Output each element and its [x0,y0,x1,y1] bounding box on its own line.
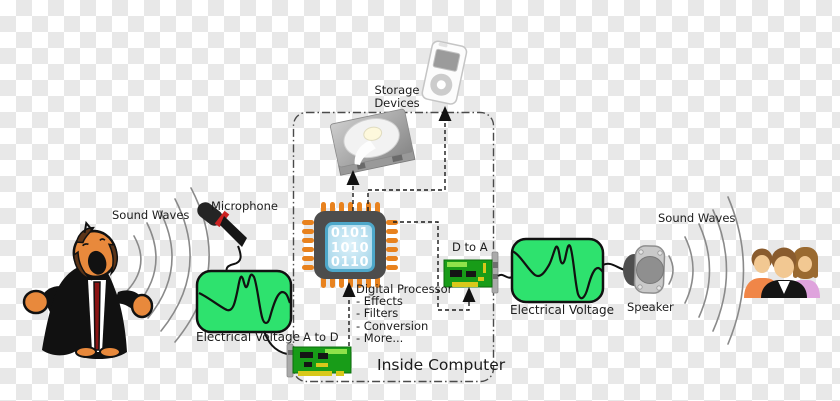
voltage-box-left [195,269,293,334]
a-to-d-label: A to D [303,330,339,344]
dac-card-icon [443,251,499,294]
cpu-binary-line: 0110 [330,255,370,271]
d-to-a-label: D to A [452,240,488,254]
sound-waves-left-label: Sound Waves [112,208,190,222]
speaker-icon [623,245,666,294]
cpu-binary-line: 1010 [330,240,370,256]
electrical-voltage-right-label: Electrical Voltage [510,303,614,317]
cpu-binary-line: 0101 [330,226,370,241]
processor-item: - More... [356,330,404,345]
arrowhead-into-player [438,106,452,121]
cpu-chip-icon [302,202,398,288]
processor-item: - Filters [356,306,399,321]
digital-processor-label: Digital Processor [356,282,453,296]
path-cpu-to-dac [393,221,470,311]
music-player-icon [421,40,468,105]
cpu-binary-readout: 0101 1010 0110 [326,226,374,271]
adc-card-icon [286,343,352,378]
electrical-voltage-left-label: Electrical Voltage [196,330,300,344]
processor-item: - Effects [356,294,403,309]
storage-label-line1: Storage [374,83,420,97]
wire-dac-to-voltage [497,273,513,279]
speaker-label: Speaker [627,300,674,314]
path-cpu-to-player [367,121,446,211]
sound-waves-right-icon [668,196,745,345]
singer-icon [22,220,154,360]
inside-computer-label: Inside Computer [377,356,506,374]
wire-voltage-to-adc [263,330,288,355]
arrowhead-into-cpu [342,282,356,297]
audience-icon [744,247,820,298]
digital-processor-block: Digital Processor - Effects - Filters - … [356,283,452,344]
voltage-box-right [510,237,605,304]
hard-disk-icon [329,108,416,176]
sound-waves-right-label: Sound Waves [658,211,736,225]
waveform-right [511,244,604,300]
waveform-left [198,273,292,325]
storage-devices-label: Storage Devices [359,84,435,110]
microphone-label: Microphone [211,199,278,213]
processor-item: - Conversion [356,318,429,333]
storage-label-line2: Devices [374,96,420,110]
inside-computer-outline [292,111,495,383]
arrowhead-into-disk [346,170,360,185]
arrowhead-into-dac [462,287,476,302]
wire-voltage-to-speaker [602,262,626,271]
